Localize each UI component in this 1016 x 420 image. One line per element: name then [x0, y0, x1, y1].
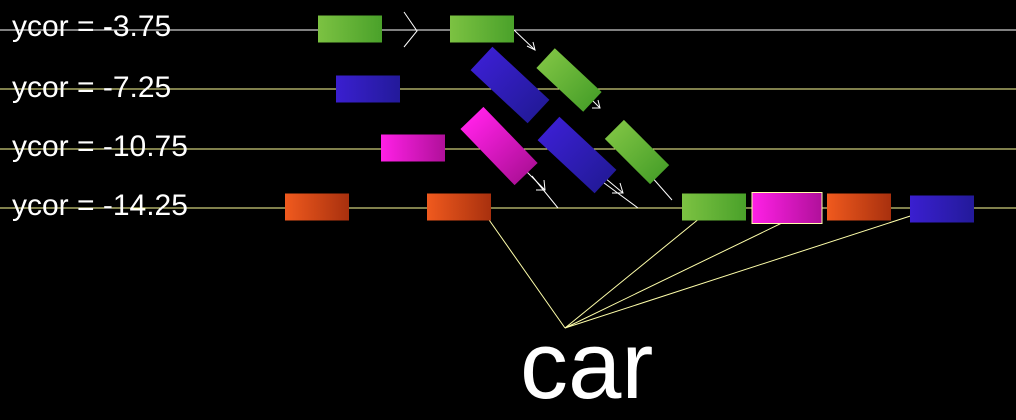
pointer-line [564, 207, 936, 329]
trail-line [513, 29, 536, 51]
pointer-line [479, 206, 566, 329]
car-blue [910, 195, 974, 223]
caption-pointers [479, 206, 936, 329]
car-orange [427, 193, 491, 221]
arrowhead [526, 41, 536, 51]
arrowhead [592, 99, 601, 109]
motion-arrows [403, 11, 673, 209]
car-magenta [460, 106, 538, 186]
car-green [682, 193, 746, 221]
arrowhead [612, 182, 624, 194]
car-magenta [381, 134, 445, 162]
car-green [536, 48, 602, 112]
lane-label-2: ycor = -7.25 [12, 71, 172, 104]
lane-label-4: ycor = -14.25 [12, 189, 188, 222]
pointer-line [564, 220, 787, 329]
trail-line [599, 179, 639, 209]
car-green [450, 15, 514, 43]
trail-line [604, 177, 624, 194]
lane-label-1: ycor = -3.75 [12, 10, 172, 43]
chevron-arrow [403, 11, 418, 48]
trail-line [531, 175, 559, 209]
car-blue [336, 75, 400, 103]
pointer-line [564, 217, 701, 329]
car-blue [537, 116, 617, 194]
car-green [604, 119, 670, 185]
car-magenta [751, 192, 823, 224]
arrowhead [536, 179, 546, 191]
car-blue [470, 46, 550, 124]
cars [285, 15, 974, 224]
car-orange [285, 193, 349, 221]
car-orange [827, 193, 891, 221]
lane-label-3: ycor = -10.75 [12, 130, 188, 163]
car-green [318, 15, 382, 43]
lane-lines [0, 29, 1016, 209]
caption-car: car [520, 312, 654, 419]
